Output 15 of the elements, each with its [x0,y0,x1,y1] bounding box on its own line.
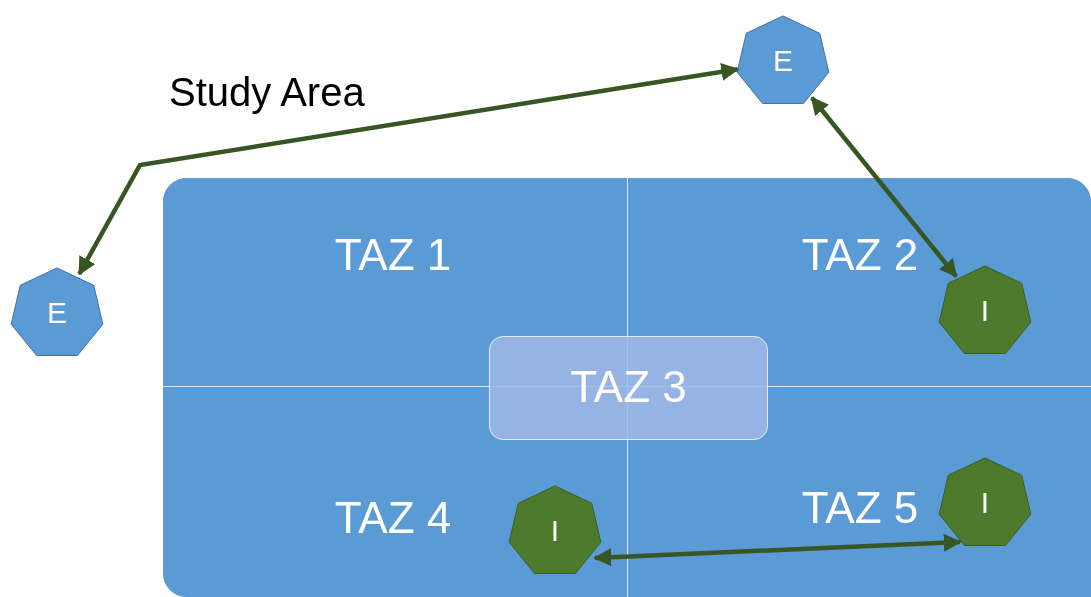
double-arrow [810,96,958,278]
zone-label: TAZ 2 [800,229,920,281]
node-letter: I [979,294,991,328]
zone-label: TAZ 1 [333,229,453,281]
zone-label: TAZ 5 [800,482,920,534]
zone-label: TAZ 3 [569,361,688,413]
zone-label: TAZ 4 [333,492,453,544]
double-arrow [77,62,740,276]
node-letter: I [979,486,991,520]
double-arrow [593,533,962,567]
node-letter: E [772,44,794,78]
node-letter: I [549,514,561,548]
zone-panel [489,336,768,440]
node-letter: E [46,296,68,330]
area-title: Study Area [169,70,365,115]
